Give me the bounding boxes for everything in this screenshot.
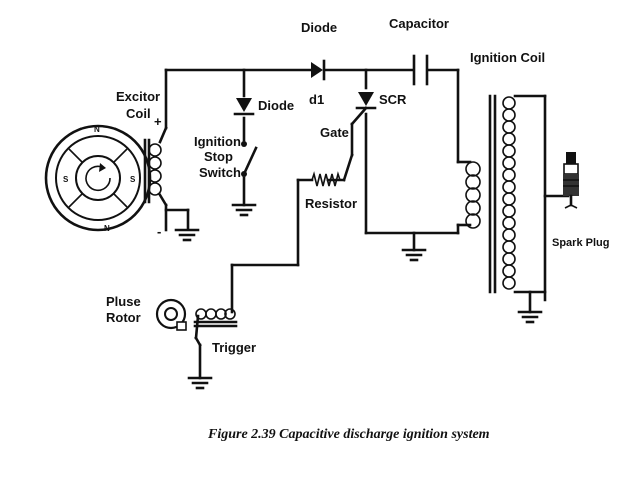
trigger-coil-symbol <box>193 308 238 328</box>
diode-stop-symbol <box>233 98 255 116</box>
ignition-coil-secondary <box>502 96 516 290</box>
label-trigger: Trigger <box>212 340 256 355</box>
label-d1: d1 <box>309 92 324 107</box>
label-pole-n-top: N <box>94 125 100 134</box>
figure-caption: Figure 2.39 Capacitive discharge ignitio… <box>207 427 490 442</box>
ground-scr <box>401 248 427 262</box>
label-capacitor: Capacitor <box>389 16 449 31</box>
label-ignition-stop-line1: Ignition <box>194 134 241 149</box>
secondary-wiring <box>513 94 570 314</box>
label-minus: - <box>157 224 161 239</box>
scr-wire <box>364 68 460 252</box>
pulse-rotor-symbol <box>155 298 187 331</box>
ignition-stop-switch-symbol <box>241 141 258 177</box>
flywheel-magneto <box>44 124 152 232</box>
ground-exciter <box>174 228 200 242</box>
gate-wire <box>194 122 354 380</box>
ground-coil <box>517 310 543 324</box>
label-spark-plug: Spark Plug <box>552 237 609 249</box>
label-pulse-rotor-line1: Pluse <box>106 294 141 309</box>
capacitor-to-coil-wire <box>456 68 472 235</box>
label-ignition-coil: Ignition Coil <box>470 50 545 65</box>
capacitor-symbol <box>412 54 429 86</box>
ground-trigger <box>187 376 213 390</box>
exciter-coil-symbol <box>143 126 190 232</box>
resistor-symbol <box>311 171 341 187</box>
spark-plug-symbol <box>563 152 579 209</box>
label-pole-n-bottom: N <box>104 224 110 233</box>
label-diode-top: Diode <box>301 20 337 35</box>
label-pole-s-right: S <box>130 175 136 184</box>
label-ignition-stop-line2: Stop <box>204 149 233 164</box>
label-pulse-rotor-line2: Rotor <box>106 310 141 325</box>
label-diode-stop: Diode <box>258 98 294 113</box>
label-scr: SCR <box>379 92 407 107</box>
main-wire <box>164 68 460 130</box>
label-resistor: Resistor <box>305 196 357 211</box>
label-gate: Gate <box>320 125 349 140</box>
label-exciter-coil-line2: Coil <box>126 106 151 121</box>
ground-stop-switch <box>231 203 257 217</box>
diode-d1-symbol <box>311 59 326 81</box>
label-plus: + <box>154 114 162 129</box>
ignition-coil-primary <box>465 161 481 229</box>
label-exciter-coil-line1: Excitor <box>116 89 160 104</box>
ignition-coil-core <box>488 94 497 294</box>
scr-symbol <box>350 92 377 126</box>
label-ignition-stop-line3: Switch <box>199 165 241 180</box>
label-pole-s-left: S <box>63 175 69 184</box>
